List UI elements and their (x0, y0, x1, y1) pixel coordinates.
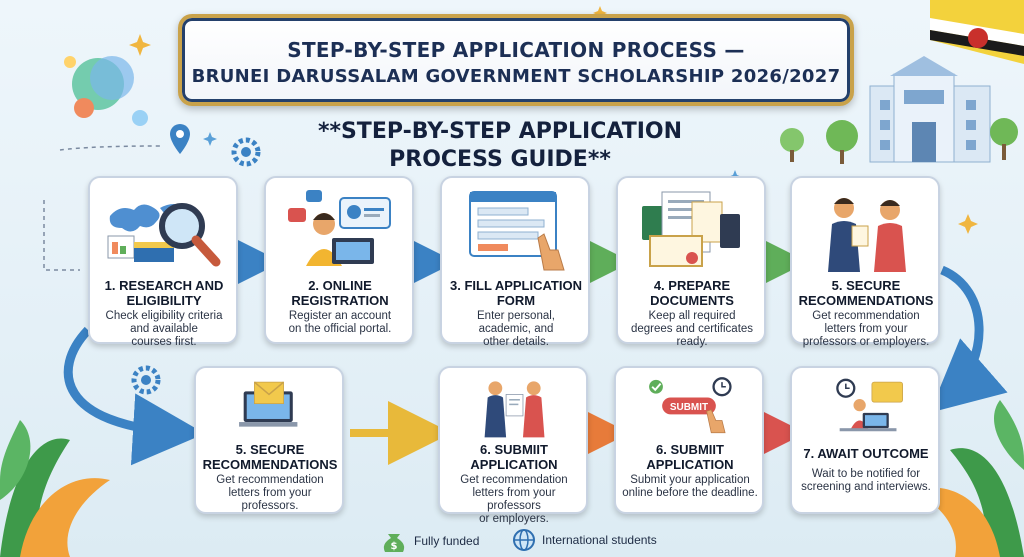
globe-icon (513, 529, 535, 551)
guide-heading-line-1: **STEP-BY-STEP APPLICATION (317, 119, 683, 144)
person-laptop-icon (288, 190, 391, 266)
money-bag-icon: $ (383, 534, 405, 552)
person-waiting-icon (836, 378, 903, 432)
submit-button-label: SUBMIT (670, 402, 708, 413)
title-line-1: STEP-BY-STEP APPLICATION PROCESS — (287, 38, 745, 62)
footer-funded: $ Fully funded (380, 528, 479, 554)
arrow-row-wrap-left (63, 326, 205, 466)
submit-button-clock-icon: SUBMIT (649, 377, 732, 434)
form-pointer-icon (469, 191, 565, 271)
footer-international-label: International students (542, 533, 657, 547)
step-title: 7. AWAIT OUTCOME (803, 446, 929, 461)
handshake-document-icon (484, 381, 545, 438)
svg-text:$: $ (391, 541, 398, 552)
two-people-icon (828, 198, 906, 272)
guide-heading-line-2: PROCESS GUIDE** (389, 147, 611, 172)
world-map-magnifier-icon (107, 203, 221, 267)
title-banner: STEP-BY-STEP APPLICATION PROCESS — BRUNE… (178, 14, 854, 106)
guide-heading: **STEP-BY-STEP APPLICATION PROCESS GUIDE… (250, 118, 750, 174)
envelope-laptop-icon (239, 381, 298, 427)
documents-icon (642, 191, 740, 267)
title-line-2: BRUNEI DARUSSALAM GOVERNMENT SCHOLARSHIP… (191, 66, 841, 87)
arrow-row-wrap-right (929, 265, 1008, 413)
footer-funded-label: Fully funded (414, 534, 480, 548)
footer-international: International students (512, 528, 657, 552)
step-card-await-outcome: 7. AWAIT OUTCOME Wait to be notified for… (790, 366, 940, 514)
